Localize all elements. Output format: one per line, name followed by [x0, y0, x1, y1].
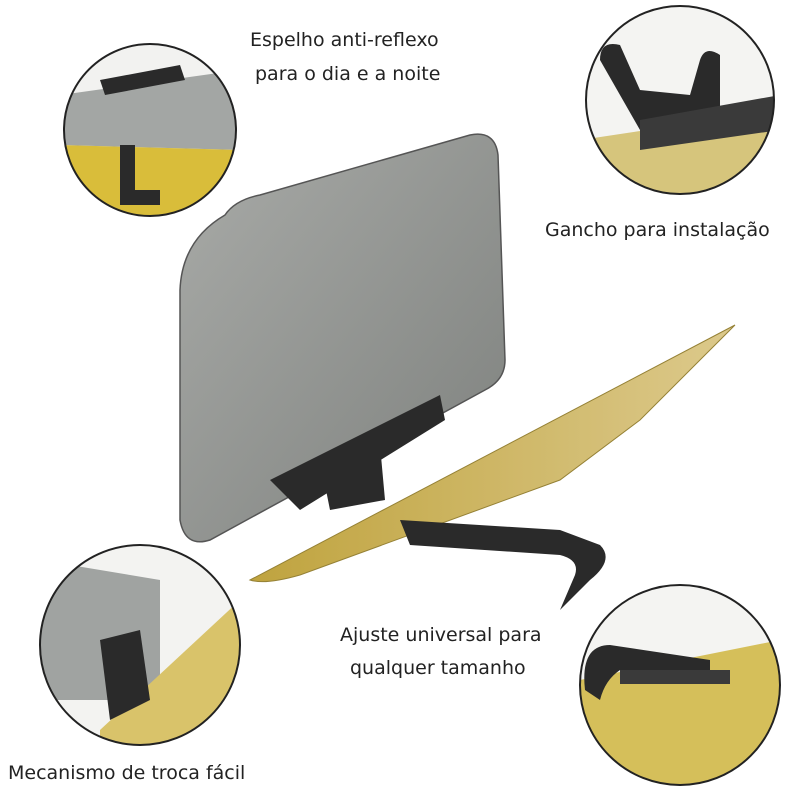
gray-lens — [179, 133, 506, 543]
adjust-label-line2: qualquer tamanho — [350, 657, 526, 679]
detail-circle-mechanism — [39, 544, 241, 746]
clip-mechanism — [270, 395, 606, 610]
yellow-lens — [248, 324, 736, 583]
detail-circle-adjust — [579, 584, 781, 786]
adjust-label-line1: Ajuste universal para — [340, 624, 542, 646]
mirror-label-line2: para o dia e a noite — [255, 63, 441, 85]
mirror-label-line1: Espelho anti-reflexo — [250, 29, 439, 51]
mechanism-label: Mecanismo de troca fácil — [8, 762, 246, 784]
detail-circle-hook — [585, 5, 775, 195]
hook-label: Gancho para instalação — [545, 219, 770, 241]
main-visor — [179, 133, 736, 610]
detail-circle-mirror — [63, 43, 237, 217]
